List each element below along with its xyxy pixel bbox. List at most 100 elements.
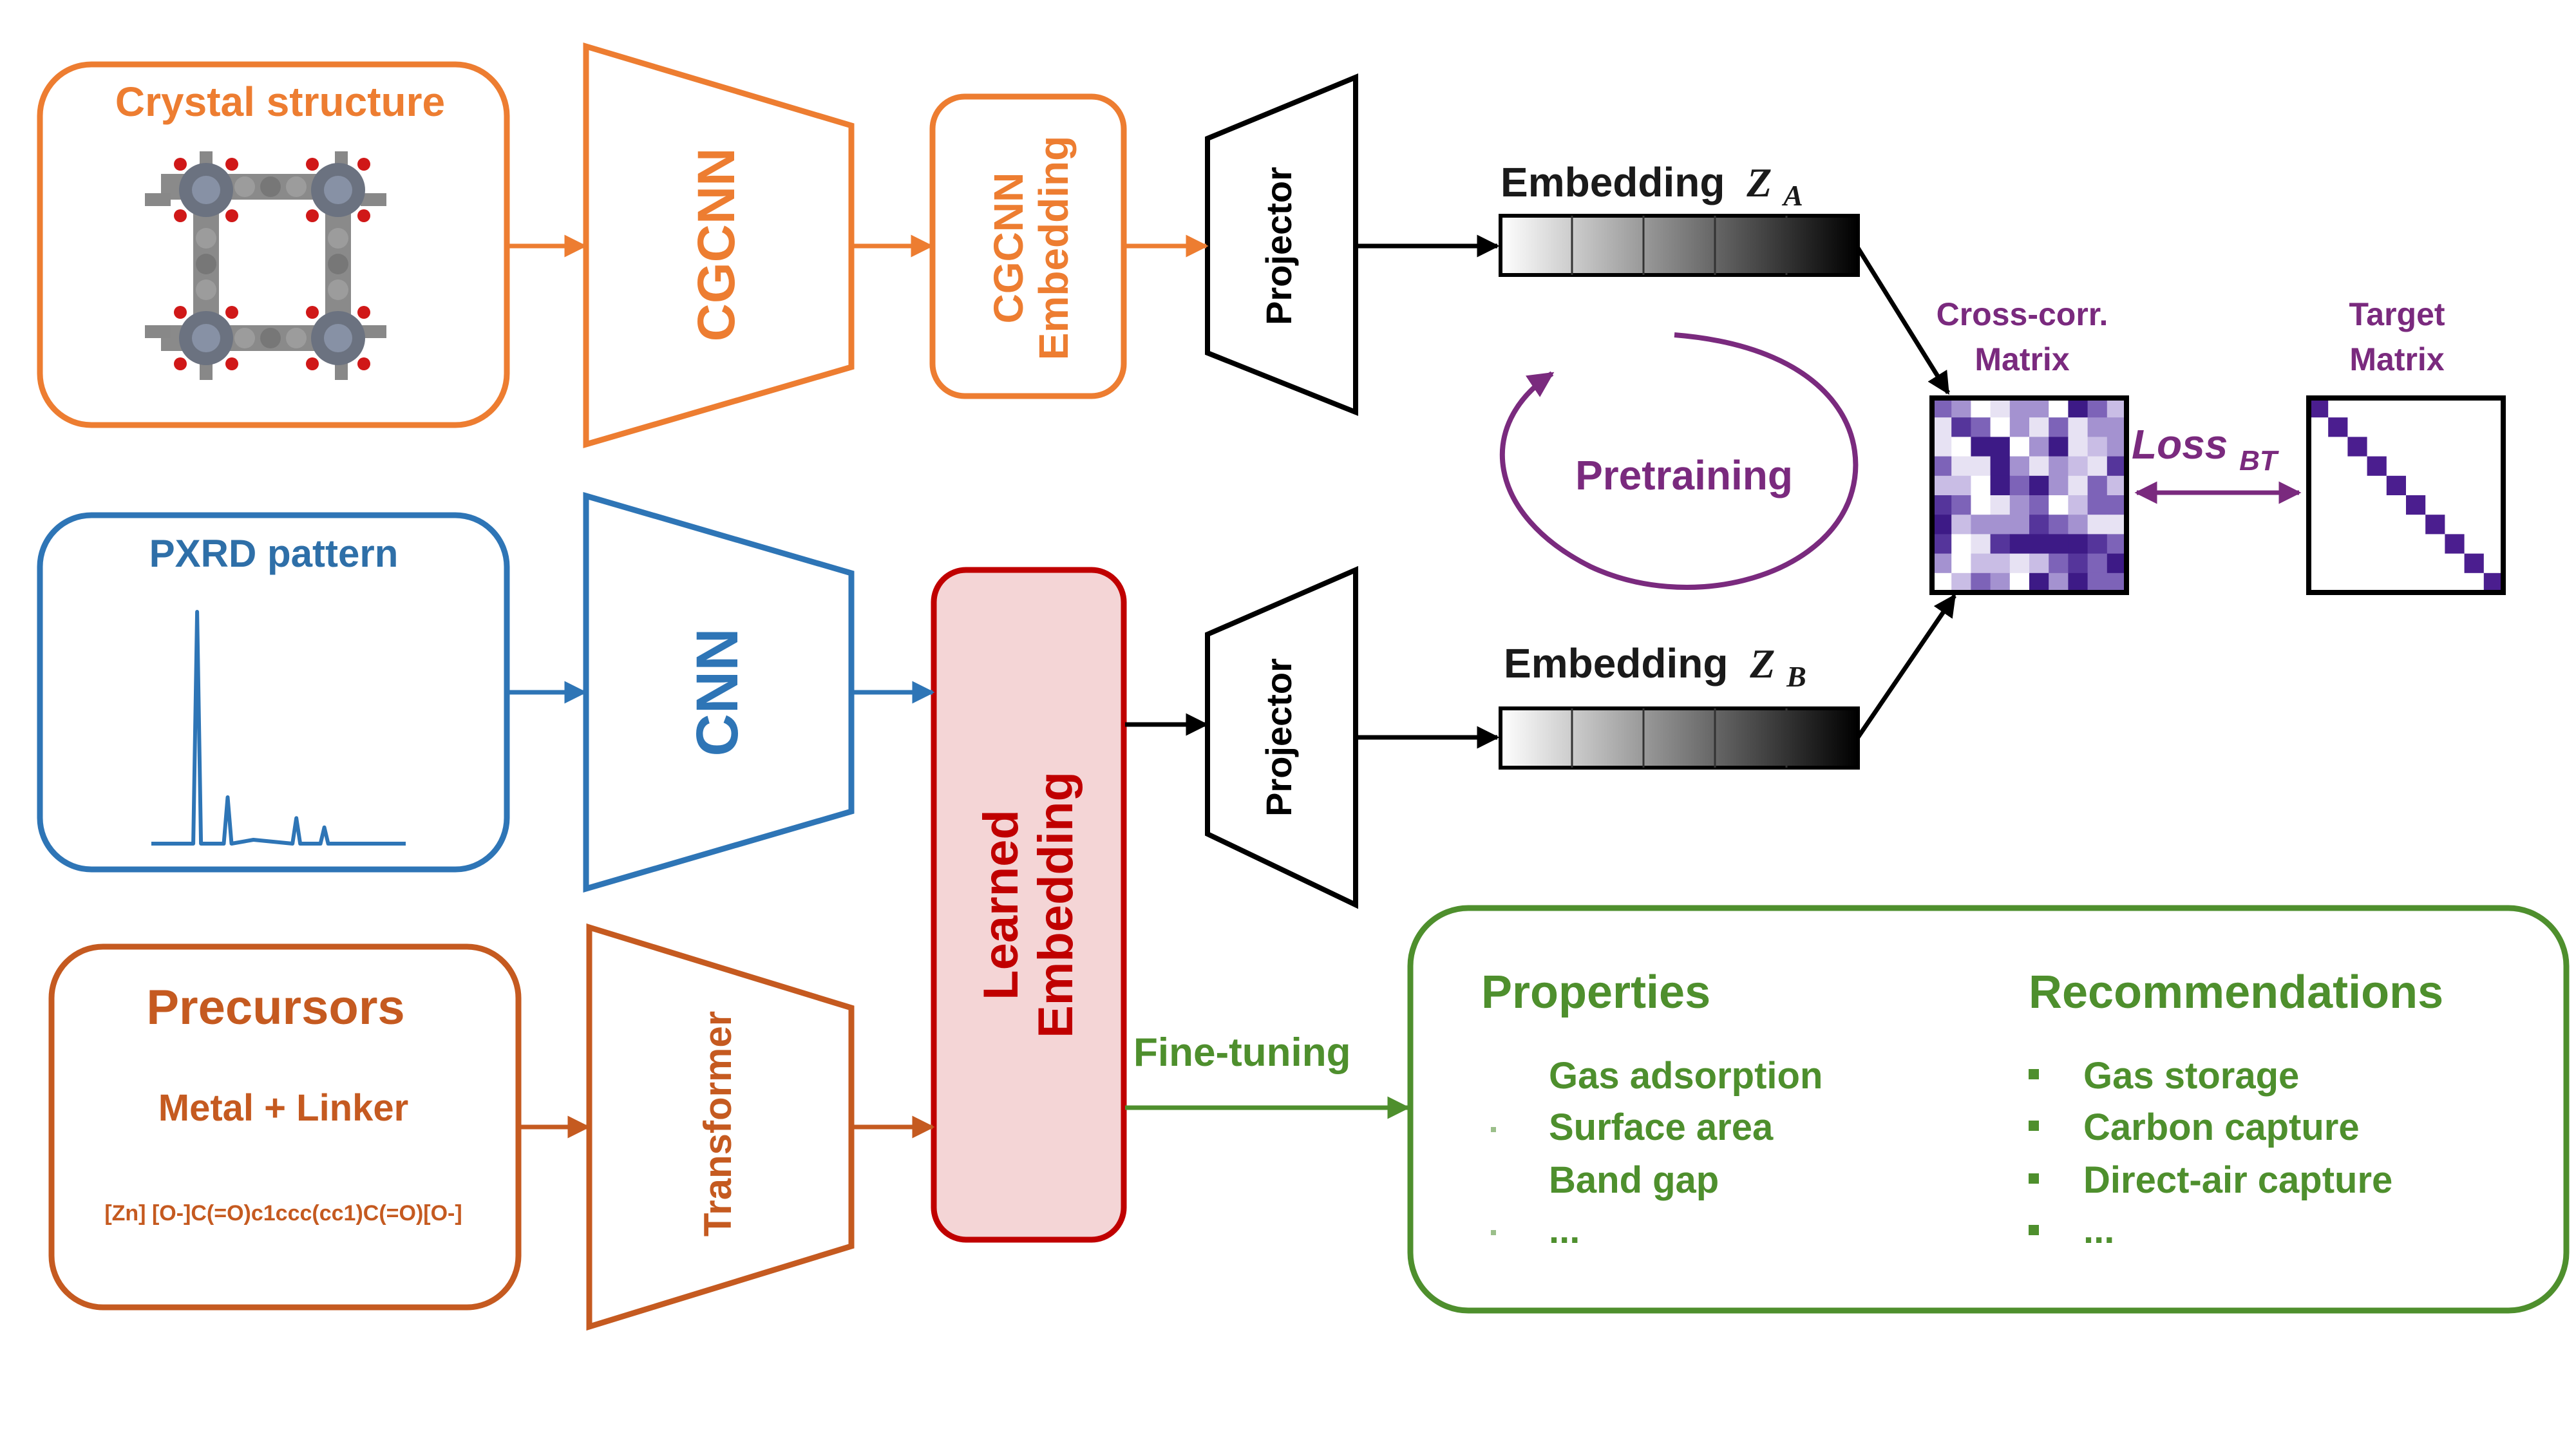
cross-corr-cell	[2068, 515, 2088, 535]
target-matrix-title-line1: Target	[2349, 296, 2445, 332]
cross-corr-cell	[2049, 456, 2069, 477]
target-diagonal-cell	[2445, 534, 2465, 554]
cross-corr-cell	[2068, 437, 2088, 457]
cross-corr-cell	[2107, 553, 2127, 574]
learned-embedding-line1: Learned	[974, 810, 1028, 1000]
cross-corr-cell	[2068, 573, 2088, 593]
cross-corr-cell	[2068, 456, 2088, 477]
cross-corr-cell	[1990, 495, 2011, 515]
recommendation-bullet-2	[2029, 1121, 2039, 1131]
precursors-box: Precursors Metal + Linker [Zn] [O-]C(=O)…	[48, 943, 522, 1311]
cross-corr-cell	[2087, 515, 2108, 535]
cross-corr-cell	[2029, 534, 2049, 554]
property-item-2: Surface area	[1549, 1106, 1774, 1148]
cross-corr-cell	[1932, 573, 1952, 593]
cnn-encoder: CNN	[583, 492, 855, 893]
cross-corr-cell	[2049, 495, 2069, 515]
cross-corr-cell	[2107, 534, 2127, 554]
cross-corr-cell	[2029, 437, 2049, 457]
cross-corr-cell	[1971, 515, 1991, 535]
recommendation-bullet-1	[2029, 1069, 2039, 1079]
cross-corr-cell	[2009, 475, 2030, 496]
target-matrix-diagonal	[2309, 398, 2503, 592]
target-diagonal-cell	[2328, 417, 2348, 437]
cross-corr-cell	[2087, 553, 2108, 574]
cross-corr-cell	[2009, 417, 2030, 437]
cross-corr-cell	[1932, 515, 1952, 535]
transformer-encoder: Transformer	[586, 923, 855, 1331]
cross-corr-cell	[2107, 437, 2127, 457]
cross-corr-cell	[1932, 475, 1952, 496]
cross-corr-cell	[2049, 553, 2069, 574]
property-bullet-2	[1491, 1127, 1496, 1132]
pretraining-loop: Pretraining	[1500, 332, 1859, 590]
cross-corr-cell	[2107, 398, 2127, 418]
connector-arrows	[509, 234, 1956, 1139]
target-diagonal-cell	[2425, 515, 2445, 535]
cross-corr-cell	[2107, 475, 2127, 496]
cross-corr-title-line2: Matrix	[1975, 341, 2069, 377]
cross-corr-cell	[2049, 398, 2069, 418]
embedding-zb: Embedding Z B	[1499, 640, 1860, 770]
cross-corr-cell	[1932, 534, 1952, 554]
pretraining-label: Pretraining	[1575, 452, 1793, 498]
recommendation-item-4: ...	[2083, 1209, 2114, 1251]
cross-corr-cell	[2087, 437, 2108, 457]
svg-text:Embedding Z A: Embedding Z A	[1501, 159, 1803, 212]
cross-corr-cell	[1951, 553, 1971, 574]
cross-corr-cell	[2049, 515, 2069, 535]
cross-corr-cell	[2029, 417, 2049, 437]
projector-bottom: Projector	[1205, 565, 1358, 909]
cross-corr-cell	[1990, 437, 2011, 457]
cgcnn-embedding-line1: CGCNN	[985, 173, 1032, 324]
cnn-encoder-label: CNN	[685, 628, 750, 756]
cross-corr-cell	[1951, 456, 1971, 477]
cross-corr-cell	[2068, 534, 2088, 554]
transformer-encoder-label: Transformer	[696, 1011, 739, 1236]
pxrd-pattern-title: PXRD pattern	[149, 532, 399, 575]
target-diagonal-cell	[2464, 553, 2484, 573]
target-diagonal-cell	[2406, 495, 2426, 515]
cross-corr-cell	[1951, 495, 1971, 515]
embedding-za-subscript: A	[1781, 179, 1803, 212]
cross-corr-cell	[2107, 573, 2127, 593]
cross-corr-cell	[2009, 398, 2030, 418]
cross-corr-cell	[1951, 515, 1971, 535]
cgcnn-embedding-box: CGCNN Embedding	[929, 93, 1127, 399]
target-diagonal-cell	[2347, 437, 2367, 457]
cross-corr-cell	[1971, 417, 1991, 437]
cross-corr-cell	[1971, 553, 1991, 574]
cross-corr-cell	[1932, 417, 1952, 437]
cross-corr-cell	[2068, 475, 2088, 496]
cross-corr-cell	[2068, 553, 2088, 574]
cross-corr-matrix: Cross-corr. Matrix	[1929, 296, 2129, 595]
properties-title: Properties	[1481, 967, 1710, 1018]
cross-corr-cell	[1951, 534, 1971, 554]
cross-corr-cell	[2029, 475, 2049, 496]
cross-corr-cell	[1932, 456, 1952, 477]
cross-corr-cell	[2029, 456, 2049, 477]
cgcnn-encoder-label: CGCNN	[687, 148, 746, 342]
cross-corr-cell	[1990, 456, 2011, 477]
recommendation-bullet-3	[2029, 1173, 2039, 1184]
fine-tuning-results-box: Properties Recommendations Gas adsorptio…	[1407, 905, 2570, 1314]
embedding-zb-subscript: B	[1786, 660, 1806, 693]
cross-corr-heatmap	[1932, 398, 2127, 593]
cross-corr-cell	[2049, 475, 2069, 496]
cross-corr-cell	[1971, 475, 1991, 496]
target-diagonal-cell	[2367, 456, 2387, 476]
cross-corr-cell	[1990, 475, 2011, 496]
cross-corr-cell	[1990, 534, 2011, 554]
embedding-za-vector	[1499, 214, 1860, 277]
cross-corr-title-line1: Cross-corr.	[1937, 296, 2108, 332]
cross-corr-cell	[2087, 398, 2108, 418]
target-diagonal-cell	[2483, 573, 2503, 592]
cross-corr-cell	[2107, 417, 2127, 437]
cross-corr-cell	[1951, 417, 1971, 437]
pxrd-pattern-box: PXRD pattern	[37, 512, 510, 873]
cross-corr-cell	[2107, 495, 2127, 515]
svg-text:Loss BT: Loss BT	[2132, 421, 2279, 477]
cross-corr-cell	[1971, 495, 1991, 515]
cross-corr-cell	[2068, 495, 2088, 515]
